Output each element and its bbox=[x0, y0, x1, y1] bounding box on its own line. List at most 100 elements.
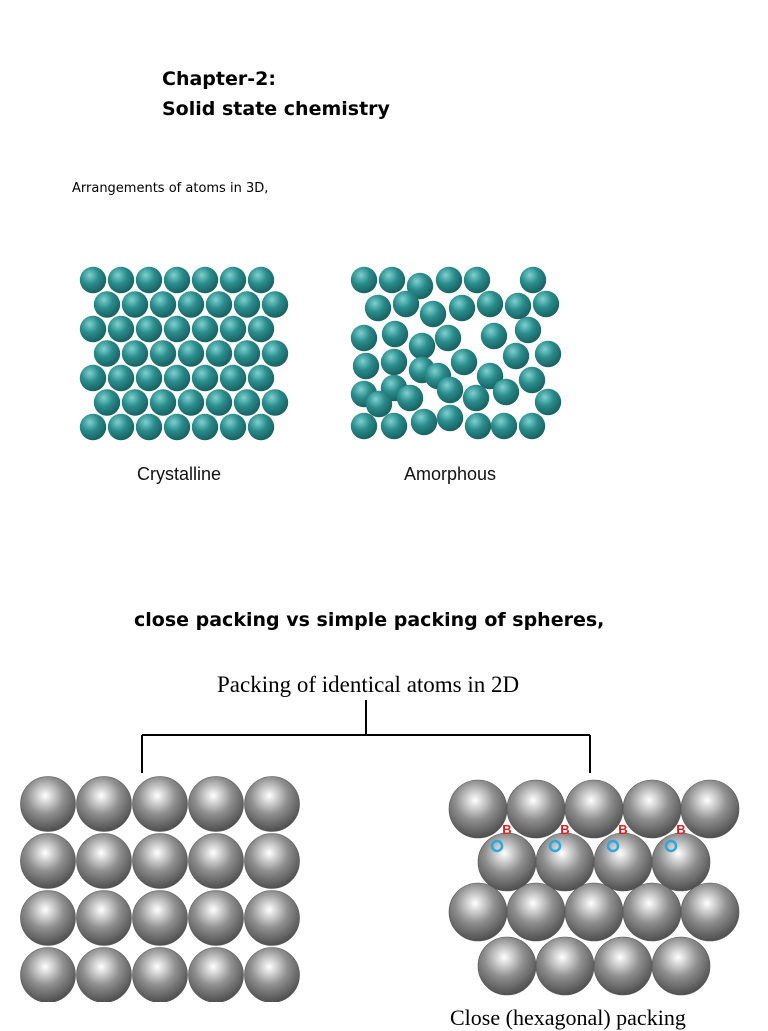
crystal-atom bbox=[93, 340, 121, 367]
crystal-atom bbox=[107, 266, 135, 294]
simple-packing-sphere bbox=[76, 890, 132, 946]
simple-packing-sphere bbox=[20, 890, 76, 946]
amorphous-atom bbox=[476, 290, 504, 318]
crystal-atom bbox=[135, 315, 163, 343]
crystal-atom bbox=[79, 364, 107, 392]
chapter-number: Chapter-2: bbox=[162, 68, 276, 90]
amorphous-atom bbox=[436, 404, 464, 432]
crystal-atom bbox=[121, 340, 149, 367]
amorphous-atom bbox=[514, 316, 542, 344]
amorphous-atom bbox=[410, 408, 438, 436]
crystal-atom bbox=[261, 291, 289, 318]
simple-packing-sphere bbox=[244, 776, 300, 832]
void-c-marker-icon bbox=[490, 839, 504, 853]
crystal-atom bbox=[93, 291, 121, 318]
void-b-label: B bbox=[618, 822, 627, 837]
amorphous-atom bbox=[518, 366, 546, 394]
amorphous-atom bbox=[518, 412, 546, 440]
void-c-marker-icon bbox=[548, 839, 562, 853]
close-packing-sphere bbox=[506, 779, 566, 839]
crystalline-atom-diagram bbox=[79, 266, 289, 441]
simple-packing-sphere bbox=[132, 890, 188, 946]
crystal-atom bbox=[79, 315, 107, 343]
crystal-atom bbox=[191, 364, 219, 392]
void-c-marker-icon bbox=[606, 839, 620, 853]
amorphous-atom bbox=[476, 362, 504, 390]
amorphous-atom bbox=[463, 266, 491, 294]
crystal-atom bbox=[247, 413, 275, 441]
simple-packing-sphere bbox=[244, 833, 300, 889]
crystal-atom bbox=[233, 389, 261, 416]
simple-packing-diagram bbox=[20, 776, 300, 1002]
crystal-atom bbox=[163, 413, 191, 441]
chapter-subject: Solid state chemistry bbox=[162, 98, 390, 120]
close-packing-sphere bbox=[448, 779, 508, 839]
crystalline-caption: Crystalline bbox=[137, 464, 222, 484]
chapter-title: Chapter-2: Solid state chemistry bbox=[162, 64, 390, 124]
crystal-atom bbox=[121, 389, 149, 416]
amorphous-atom bbox=[532, 290, 560, 318]
crystal-atom bbox=[177, 340, 205, 367]
amorphous-atom bbox=[436, 376, 464, 404]
void-b-label: B bbox=[560, 822, 569, 837]
simple-packing-sphere bbox=[132, 947, 188, 1002]
crystal-atom bbox=[79, 266, 107, 294]
close-packing-sphere bbox=[651, 832, 711, 892]
close-packing-sphere bbox=[680, 882, 740, 942]
amorphous-atom bbox=[380, 412, 408, 440]
crystal-atom bbox=[163, 364, 191, 392]
crystal-atom bbox=[149, 389, 177, 416]
amorphous-atom bbox=[381, 320, 409, 348]
void-c-marker-icon bbox=[664, 839, 678, 853]
section-heading: close packing vs simple packing of spher… bbox=[134, 609, 605, 631]
crystal-atom bbox=[233, 340, 261, 367]
simple-packing-sphere bbox=[20, 833, 76, 889]
amorphous-atom bbox=[519, 266, 547, 294]
simple-packing-sphere bbox=[188, 947, 244, 1002]
simple-packing-sphere bbox=[244, 890, 300, 946]
crystal-atom bbox=[93, 389, 121, 416]
close-packing-sphere bbox=[564, 779, 624, 839]
amorphous-atom bbox=[419, 300, 447, 328]
simple-packing-sphere bbox=[132, 833, 188, 889]
crystal-atom bbox=[205, 340, 233, 367]
simple-packing-sphere bbox=[188, 833, 244, 889]
amorphous-atom bbox=[448, 294, 476, 322]
simple-packing-sphere bbox=[76, 947, 132, 1002]
crystal-atom bbox=[121, 291, 149, 318]
crystal-atom bbox=[205, 291, 233, 318]
packing-root-label: Packing of identical atoms in 2D bbox=[217, 672, 520, 697]
crystal-atom bbox=[107, 413, 135, 441]
amorphous-atom bbox=[365, 390, 393, 418]
crystal-atom bbox=[247, 364, 275, 392]
crystal-atom bbox=[191, 266, 219, 294]
amorphous-atom bbox=[350, 266, 378, 294]
amorphous-atom bbox=[534, 340, 562, 368]
crystal-atom bbox=[177, 389, 205, 416]
close-packing-sphere bbox=[477, 832, 537, 892]
crystal-atom bbox=[163, 315, 191, 343]
amorphous-atom bbox=[434, 324, 462, 352]
close-packing-sphere bbox=[506, 882, 566, 942]
void-b-label: B bbox=[502, 822, 511, 837]
close-packing-sphere bbox=[535, 936, 595, 996]
close-packing-sphere bbox=[622, 882, 682, 942]
amorphous-atom bbox=[380, 348, 408, 376]
crystal-atom bbox=[247, 315, 275, 343]
amorphous-atom bbox=[450, 348, 478, 376]
intro-text: Arrangements of atoms in 3D, bbox=[72, 181, 269, 196]
close-packing-sphere bbox=[622, 779, 682, 839]
close-packing-sphere bbox=[564, 882, 624, 942]
crystal-atom bbox=[191, 315, 219, 343]
crystal-atom bbox=[135, 413, 163, 441]
void-b-label: B bbox=[676, 822, 685, 837]
simple-packing-sphere bbox=[188, 776, 244, 832]
amorphous-atom bbox=[490, 412, 518, 440]
amorphous-atom bbox=[350, 412, 378, 440]
amorphous-atom bbox=[534, 388, 562, 416]
amorphous-atom bbox=[502, 342, 530, 370]
packing-tree-connector bbox=[141, 700, 591, 773]
amorphous-atom bbox=[396, 384, 424, 412]
crystal-atom bbox=[219, 266, 247, 294]
